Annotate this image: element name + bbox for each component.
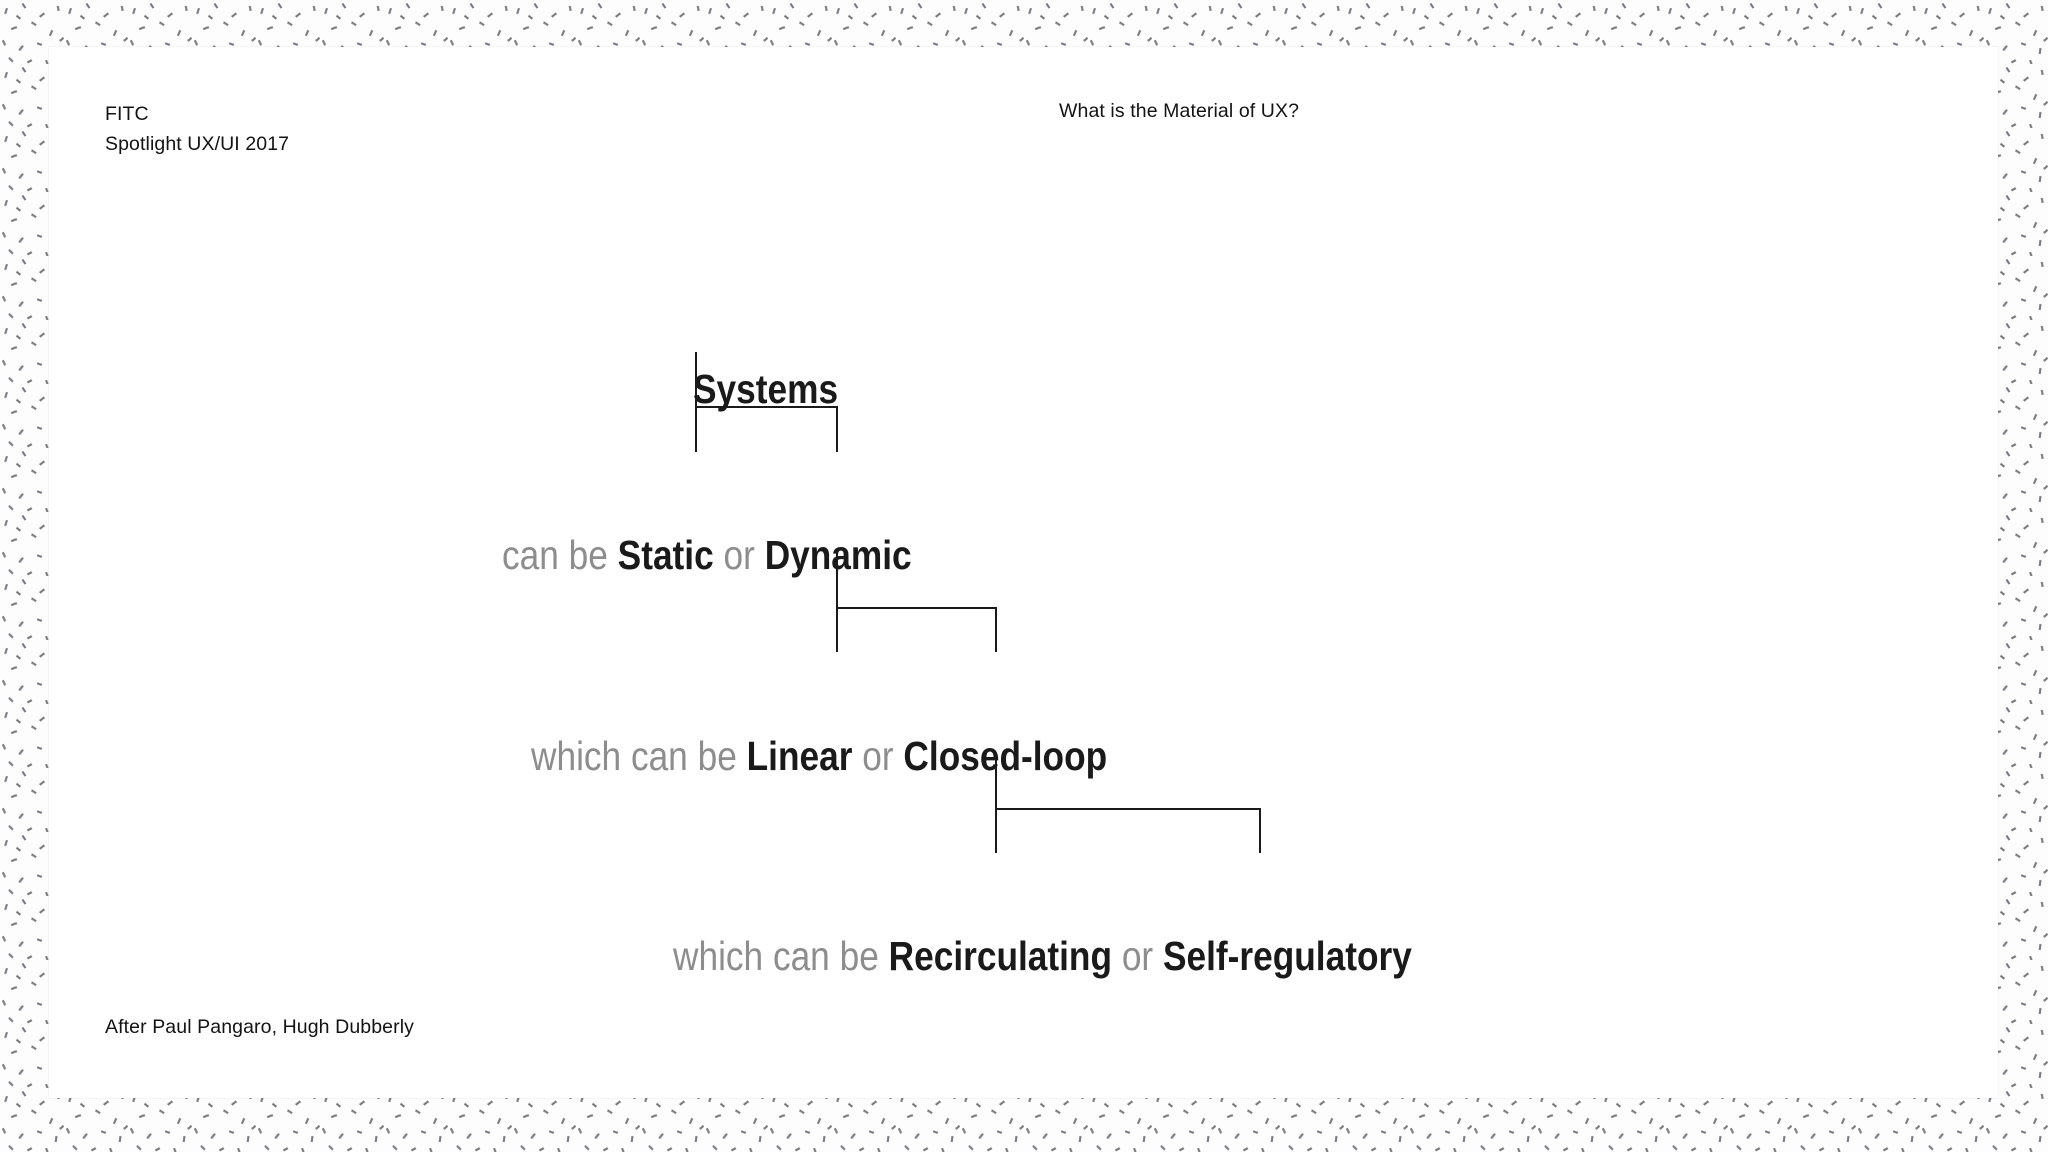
tree-row-lead: can be [502,532,608,578]
tree-term-static: Static [617,532,714,578]
connector-stem [695,352,697,452]
tree-term-closed-loop: Closed-loop [903,733,1108,779]
connector-level-2 [836,552,1056,652]
tree-term-recirculating: Recirculating [888,933,1113,979]
tree-row-conj: or [1121,933,1154,979]
tree-row-lead: which can be [673,933,879,979]
tree-row-level-1: can be Static or Dynamic [502,535,912,576]
tree-node-root-label: Systems [693,366,839,412]
connector-drop-right [836,406,838,452]
tree-term-linear: Linear [746,733,853,779]
tree-row-conj: or [862,733,894,779]
connector-bar [836,607,997,609]
header-event: Spotlight UX/UI 2017 [105,132,290,155]
connector-drop-right [1259,808,1261,853]
slide-panel: FITC Spotlight UX/UI 2017 What is the Ma… [49,47,1998,1098]
connector-level-3 [995,753,1325,853]
connector-level-1 [695,352,895,452]
slide-credit: After Paul Pangaro, Hugh Dubberly [105,1016,414,1038]
tree-row-conj: or [723,532,755,578]
connector-bar [995,808,1261,810]
page-title: What is the Material of UX? [1059,100,1300,122]
slide-header-left: FITC Spotlight UX/UI 2017 [105,100,289,159]
connector-stem [995,753,997,853]
systems-hierarchy-diagram: Systems can be Static or Dynamic which c… [49,47,1998,1098]
tree-term-dynamic: Dynamic [764,532,912,578]
header-org: FITC [105,103,149,125]
connector-drop-right [995,607,997,652]
connector-bar [695,406,838,408]
tree-row-level-3: which can be Recirculating or Self-regul… [673,936,1412,977]
tree-term-self-regulatory: Self-regulatory [1162,933,1412,979]
tree-row-lead: which can be [531,733,737,779]
tree-node-root: Systems [693,369,838,410]
tree-row-level-2: which can be Linear or Closed-loop [531,736,1107,777]
connector-stem [836,552,838,652]
